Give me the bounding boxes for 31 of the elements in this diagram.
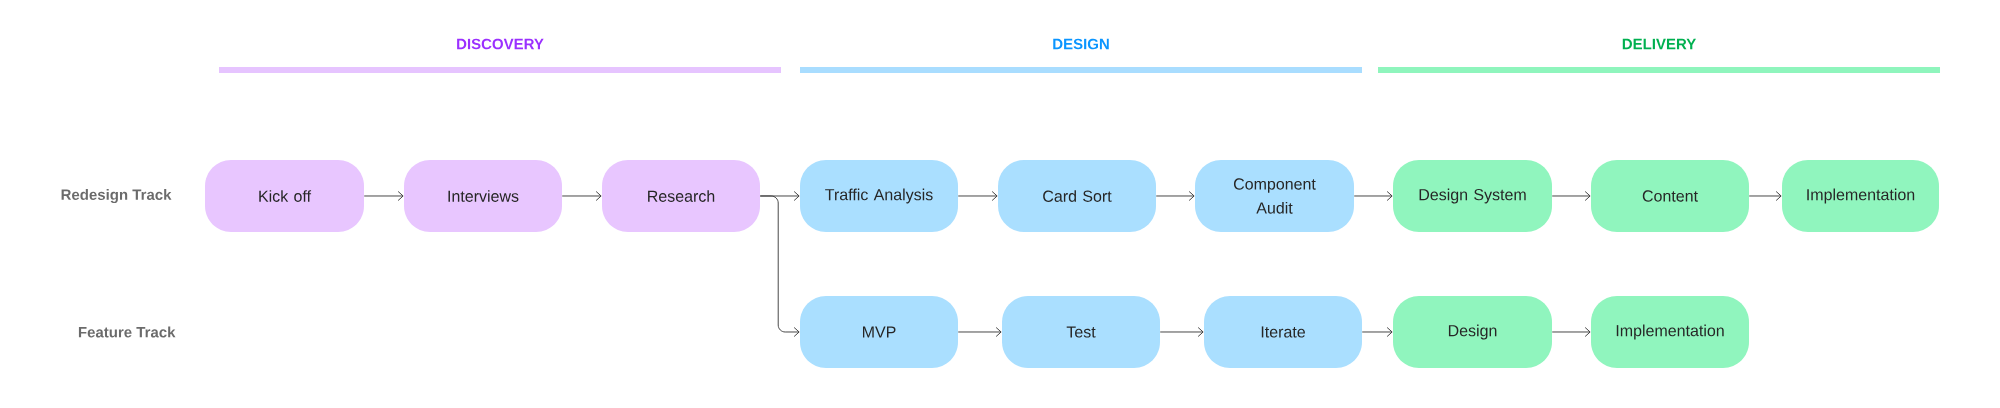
arrow	[1361, 327, 1393, 337]
arrow	[1159, 327, 1204, 337]
process-box: Research	[602, 160, 760, 232]
arrow	[1155, 191, 1195, 201]
process-box: Test	[1002, 296, 1160, 368]
arrow	[1353, 191, 1393, 201]
process-box: Component Audit	[1195, 160, 1354, 232]
process-box: Content	[1591, 160, 1749, 232]
process-box: Implementation	[1591, 296, 1749, 368]
phase-title: DISCOVERY	[457, 38, 544, 50]
process-box: Kick off	[205, 160, 364, 232]
arrow	[363, 191, 404, 201]
process-box: Card Sort	[998, 160, 1156, 232]
process-box: Iterate	[1204, 296, 1362, 368]
arrow	[561, 191, 602, 201]
phase-title: DESIGN	[1053, 38, 1109, 50]
process-box: Traffic Analysis	[800, 160, 958, 232]
process-box: Design	[1393, 296, 1552, 368]
phase-title: DELIVERY	[1622, 38, 1696, 50]
process-box: MVP	[800, 296, 958, 368]
track-label: Redesign Track	[61, 189, 172, 204]
arrow	[957, 327, 1002, 337]
arrow	[957, 191, 998, 201]
process-box: Implementation	[1782, 160, 1939, 232]
process-box: Design System	[1393, 160, 1552, 232]
process-box: Interviews	[404, 160, 562, 232]
arrow	[1748, 191, 1782, 201]
arrow	[759, 195, 800, 337]
track-label: Feature Track	[78, 326, 176, 338]
arrow	[1551, 191, 1591, 201]
arrow	[1551, 327, 1591, 337]
